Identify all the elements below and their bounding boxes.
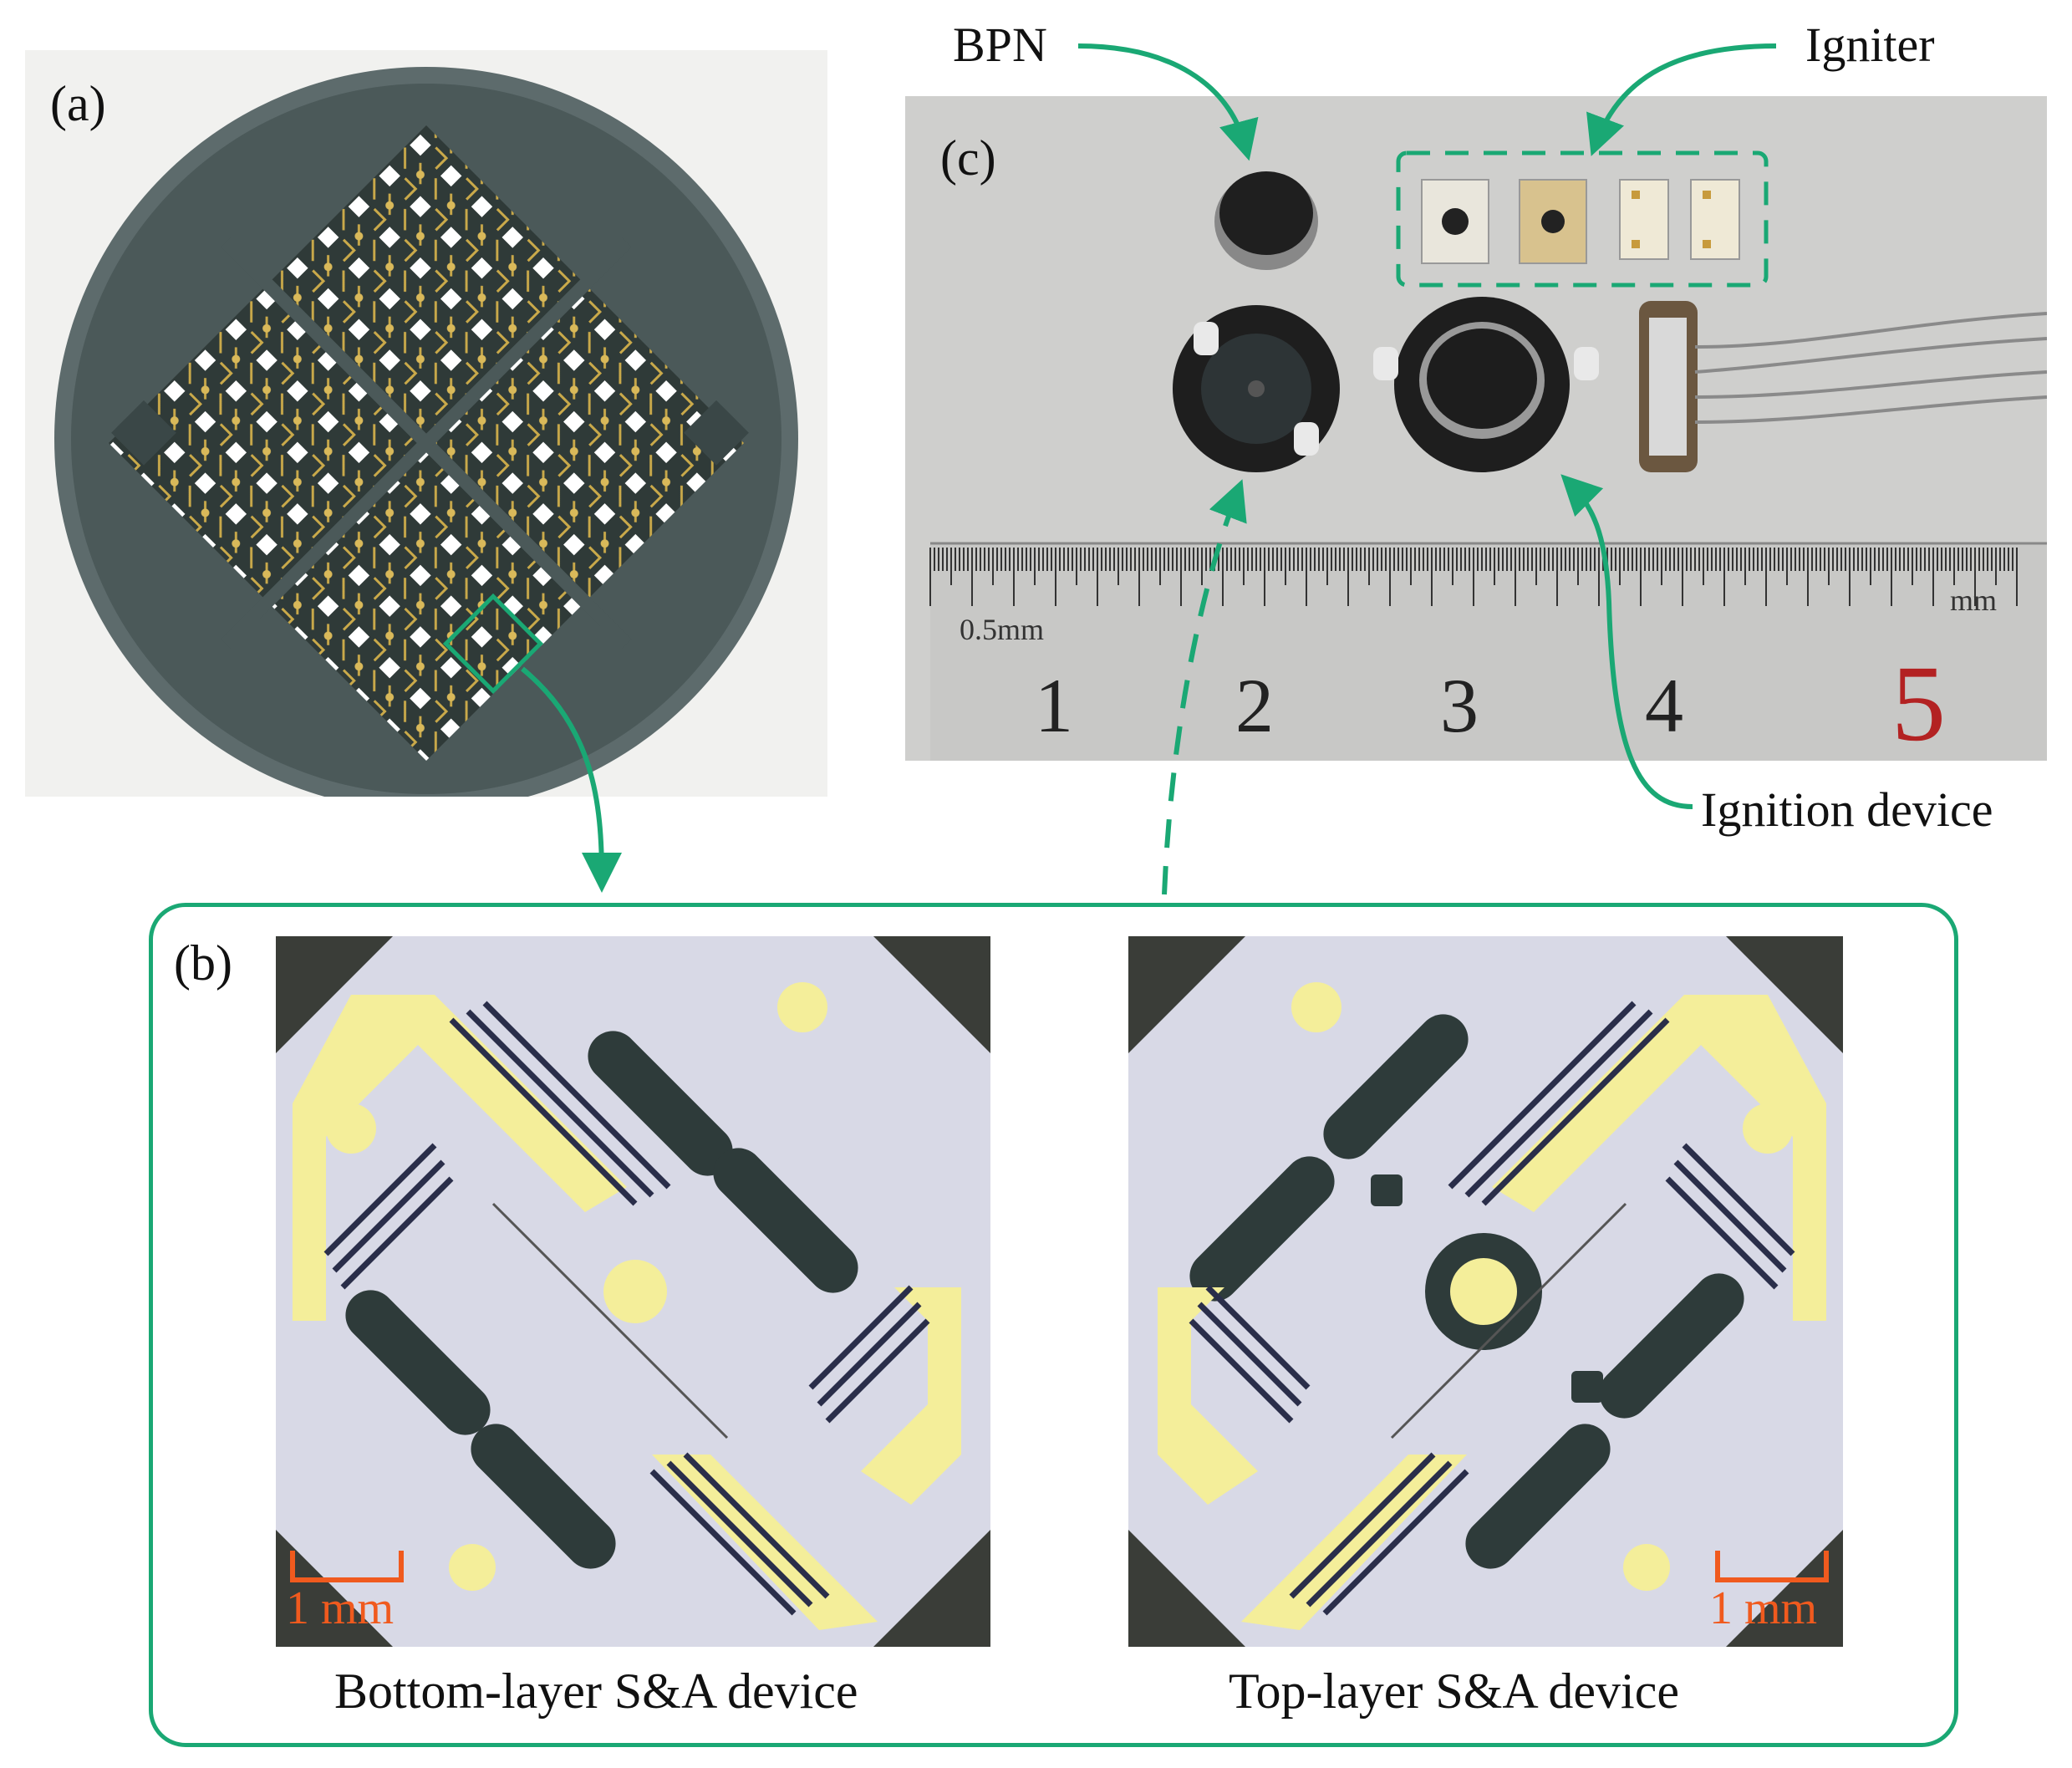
top-layer-caption: Top-layer S&A device: [1229, 1664, 1679, 1719]
ruler-number-4: 4: [1645, 663, 1683, 748]
sa-dashed-arrow: [1162, 479, 1247, 895]
panel-c-label: (c): [940, 130, 996, 186]
ruler-unit-right: mm: [1950, 583, 1997, 617]
igniter-arrow: [1586, 43, 1777, 156]
bpn-label: BPN: [953, 18, 1047, 72]
components-photo: 0.5mm mm 1 2 3 4 5 (c): [905, 96, 2047, 761]
wafer-photo: (a): [25, 50, 827, 797]
ruler-number-5: 5: [1891, 644, 1946, 761]
bpn-part: [1214, 171, 1318, 270]
bottom-layer-caption: Bottom-layer S&A device: [334, 1664, 858, 1719]
ruler-number-1: 1: [1035, 663, 1073, 748]
panel-a-label: (a): [50, 76, 106, 131]
bpn-arrow: [1077, 43, 1259, 161]
wired-device-part: [1639, 301, 2047, 472]
components-illustration: 0.5mm mm 1 2 3 4 5: [929, 150, 2047, 761]
bottom-layer-micrograph: 1 mm: [276, 936, 990, 1647]
panel-b-label: (b): [174, 935, 232, 991]
ruler-unit-left: 0.5mm: [960, 613, 1044, 646]
scale-label-left: 1 mm: [286, 1582, 395, 1634]
top-layer-micrograph: 1 mm: [1128, 936, 1843, 1647]
igniter-parts: [1421, 179, 1740, 264]
ignition-device-part: [1373, 297, 1599, 472]
ignition-device-arrow: [1560, 474, 1693, 809]
sa-device-part: [1173, 305, 1340, 472]
wafer-illustration: [54, 67, 798, 797]
igniter-label: Igniter: [1805, 18, 1935, 72]
ignition-device-label: Ignition device: [1701, 782, 1993, 837]
ruler: [929, 542, 2047, 761]
scale-label-right: 1 mm: [1709, 1582, 1818, 1634]
panel-b-frame: [149, 903, 1958, 1747]
ruler-number-3: 3: [1440, 663, 1479, 748]
zoom-arrow: [521, 666, 622, 893]
ruler-number-2: 2: [1235, 663, 1274, 748]
